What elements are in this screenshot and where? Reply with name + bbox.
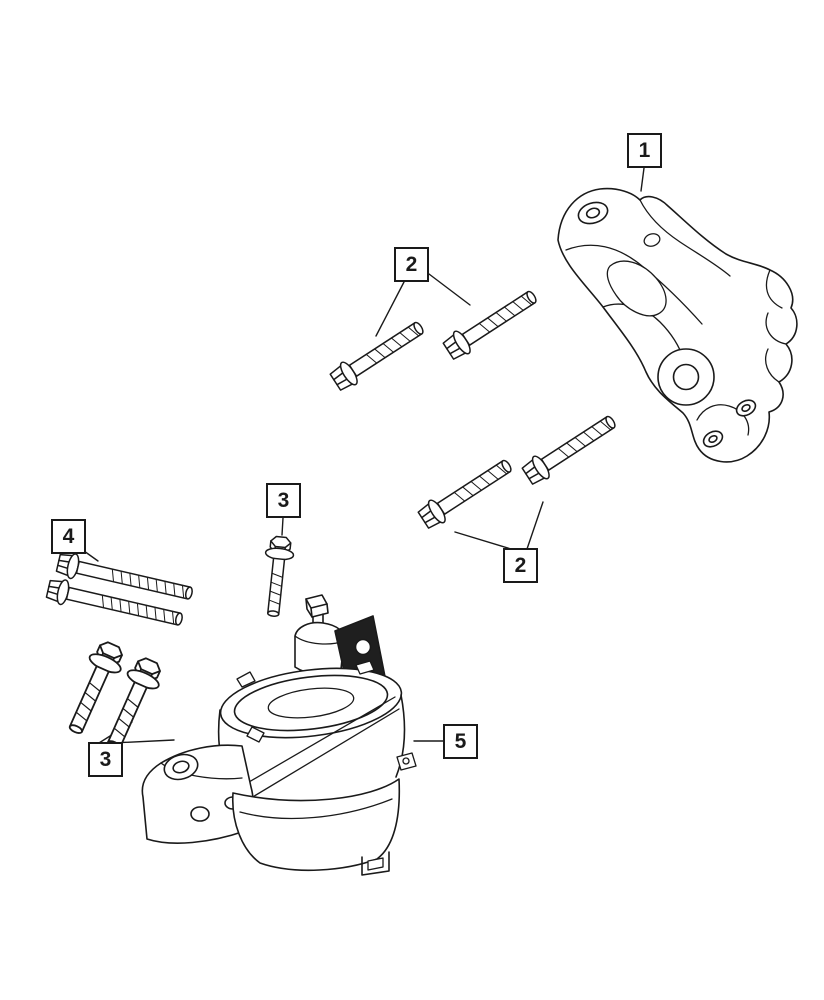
callout-2-top: 2 [394,247,429,282]
hex-flange-bolt-2-mid-right [519,408,621,488]
callout-leader-lines [83,167,645,744]
hex-flange-bolt-3-top [258,534,296,619]
callout-2-middle: 2 [503,548,538,583]
hex-flange-bolt-2-top-right [440,283,542,363]
callout-1: 1 [627,133,662,168]
callout-3-bottom: 3 [88,742,123,777]
engine-mount-isolator-part [141,594,417,876]
callout-5: 5 [443,724,478,759]
callout-3-top: 3 [266,483,301,518]
hex-flange-bolt-2-top-left [327,314,429,394]
engine-mount-bracket-part [557,187,798,463]
hex-flange-bolt-2-mid-left [415,452,517,532]
callout-4: 4 [51,519,86,554]
